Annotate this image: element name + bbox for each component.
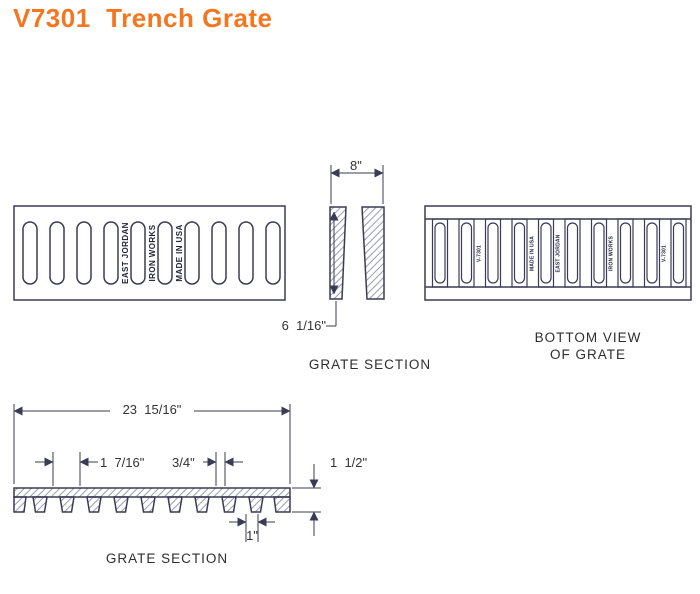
bottom-cast-text-2: MADE IN USA [529, 235, 536, 271]
profile-section-caption: GRATE SECTION [105, 551, 229, 566]
plan-view-drawing [13, 205, 286, 301]
plan-cast-text-iron-works: IRON WORKS [147, 224, 156, 282]
dim-grate-thickness: 1 1/2" [330, 455, 368, 470]
dim-grate-width-top: 8" [350, 158, 362, 173]
bottom-cast-text-4: IRON WORKS [608, 235, 615, 271]
bottom-cast-text-1: V-7301 [476, 244, 483, 262]
profile-section-dimensions [13, 404, 321, 542]
profile-section-drawing [13, 487, 291, 513]
grate-section-dimensions [326, 165, 384, 327]
dim-slot-pitch: 1 7/16" [100, 455, 145, 470]
bottom-view-caption-line1: BOTTOM VIEW [534, 330, 642, 345]
dim-overall-width: 23 15/16" [122, 402, 182, 417]
bottom-cast-text-3: EAST JORDAN [555, 233, 562, 273]
page-title: V7301 Trench Grate [13, 3, 273, 33]
bottom-view-drawing [424, 205, 692, 301]
bottom-view-caption-line2: OF GRATE [549, 347, 626, 362]
dim-slot-depth: 1" [246, 528, 258, 543]
bottom-cast-text-5: V-7301 [661, 244, 668, 262]
dim-bar-width: 3/4" [172, 455, 195, 470]
dim-grate-width-bottom: 6 1/16" [281, 318, 326, 333]
grate-section-drawing [329, 206, 385, 300]
grate-section-caption: GRATE SECTION [308, 357, 432, 372]
plan-cast-text-east-jordan: EAST JORDAN [120, 222, 129, 284]
plan-cast-text-made-in-usa: MADE IN USA [174, 224, 183, 282]
